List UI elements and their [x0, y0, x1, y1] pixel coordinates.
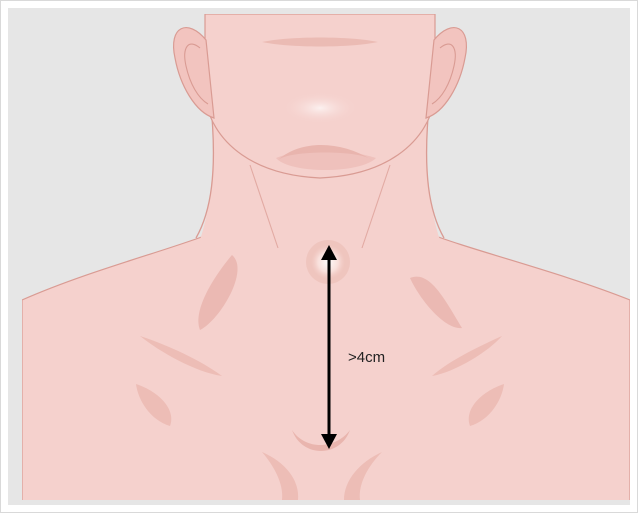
chin-highlight [282, 92, 358, 124]
measurement-label: >4cm [348, 349, 385, 366]
